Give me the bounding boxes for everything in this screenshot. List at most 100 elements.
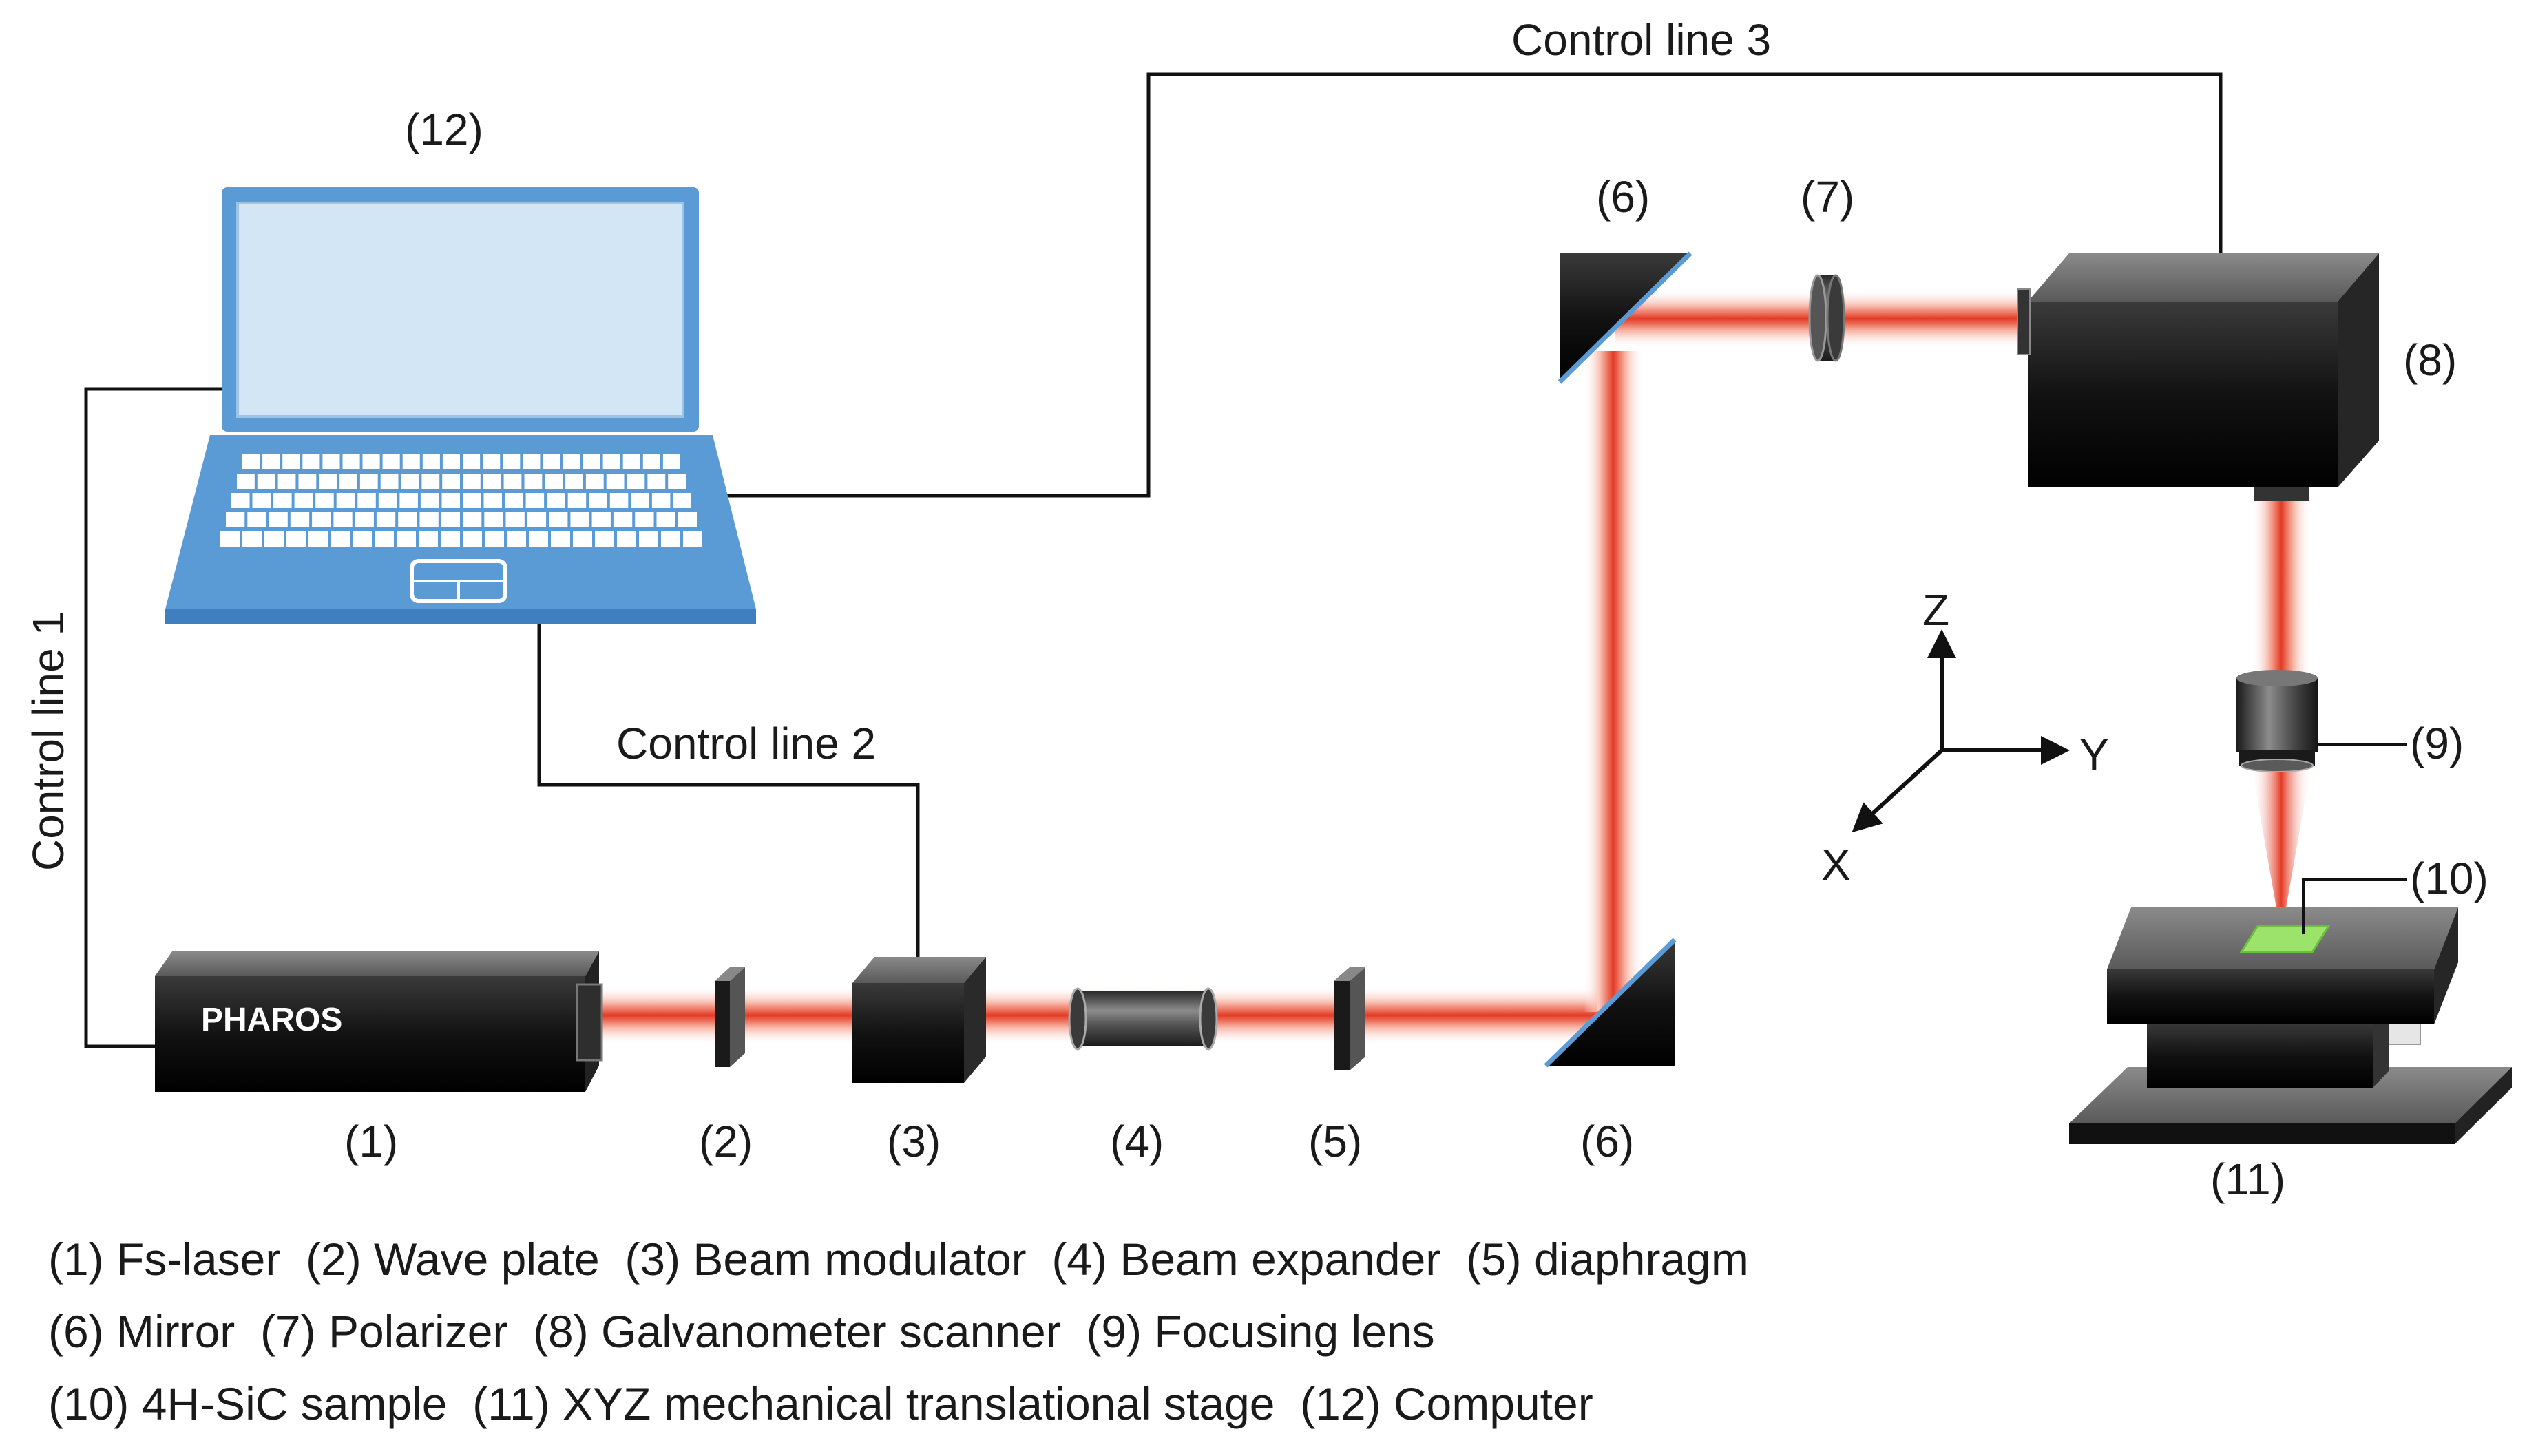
keyboard-key — [220, 531, 240, 547]
keyboard-key — [543, 454, 560, 469]
keyboard-key — [294, 493, 313, 508]
label-laser: (1) — [344, 1117, 398, 1166]
keyboard-key — [336, 493, 355, 508]
diaphragm — [1334, 967, 1365, 1070]
galvanometer-scanner — [2017, 253, 2379, 501]
keyboard-key — [609, 493, 629, 508]
keyboard-key — [505, 493, 523, 508]
keyboard-key — [505, 512, 525, 527]
xyz-stage — [2069, 907, 2512, 1144]
keyboard-key — [503, 454, 521, 469]
keyboard-key — [397, 531, 416, 547]
keyboard-key — [622, 454, 640, 469]
4h-sic-sample — [2239, 878, 2407, 953]
keyboard-key — [573, 531, 592, 547]
control-line-2-label: Control line 2 — [616, 719, 876, 768]
keyboard-key — [269, 512, 288, 527]
keyboard-key — [359, 474, 378, 489]
keyboard-key — [247, 512, 266, 527]
component-labels: (12) (1) (2) (3) (4) (5) (6) (6) (7) (8)… — [344, 105, 2488, 1204]
keyboard-key — [661, 531, 680, 547]
keyboard-key — [252, 493, 271, 508]
keyboard-key — [262, 454, 280, 469]
keyboard-key — [678, 512, 697, 527]
keyboard-key — [606, 474, 625, 489]
keyboard-key — [483, 493, 502, 508]
keyboard-key — [312, 512, 331, 527]
coordinate-axes: Z Y X — [1821, 585, 2109, 889]
keyboard-key — [257, 474, 275, 489]
legend-line-2: (6) Mirror (7) Polarizer (8) Galvanomete… — [48, 1306, 1435, 1357]
keyboard-key — [503, 474, 522, 489]
keyboard-key — [355, 512, 374, 527]
fs-laser: PHAROS — [155, 951, 603, 1092]
keyboard-key — [441, 512, 460, 527]
mirror-top — [1558, 251, 1692, 384]
laptop-screen — [236, 202, 684, 418]
keyboard-key — [563, 454, 580, 469]
keyboard-key — [547, 493, 565, 508]
keyboard-key — [527, 512, 547, 527]
keyboard-key — [484, 512, 503, 527]
wave-plate — [715, 967, 745, 1067]
label-modulator: (3) — [887, 1117, 941, 1166]
keyboard-key — [673, 493, 691, 508]
keyboard-key — [282, 454, 300, 469]
keyboard-key — [442, 474, 460, 489]
beam-expander — [1068, 987, 1218, 1051]
keyboard-key — [639, 531, 658, 547]
keyboard-key — [551, 531, 570, 547]
legend-line-1: (1) Fs-laser (2) Wave plate (3) Beam mod… — [48, 1234, 1749, 1285]
control-line-1-label: Control line 1 — [23, 611, 73, 871]
keyboard-key — [463, 474, 481, 489]
keyboard-key — [463, 454, 481, 469]
keyboard-key — [524, 474, 543, 489]
keyboard-key — [237, 474, 255, 489]
keyboard-key — [421, 474, 440, 489]
keyboard-key — [617, 531, 636, 547]
mirror-bottom — [1544, 938, 1677, 1068]
x-axis-label: X — [1821, 840, 1851, 889]
focusing-lens — [2236, 670, 2407, 772]
keyboard-key — [549, 512, 568, 527]
keyboard-key — [635, 512, 654, 527]
keyboard-key — [529, 531, 548, 547]
keyboard-key — [631, 493, 649, 508]
label-polarizer: (7) — [1801, 172, 1854, 222]
keyboard-key — [585, 474, 604, 489]
beam-vertical — [1584, 351, 1643, 1012]
keyboard-key — [595, 531, 614, 547]
label-mirror-bottom: (6) — [1580, 1117, 1634, 1166]
keyboard-key — [331, 531, 350, 547]
keyboard-key — [322, 454, 340, 469]
keyboard-key — [463, 531, 482, 547]
y-axis-label: Y — [2079, 730, 2109, 779]
computer — [165, 187, 756, 624]
keyboard-key — [226, 512, 245, 527]
control-line-labels: Control line 1 Control line 2 Control li… — [23, 15, 1771, 871]
keyboard-key — [402, 454, 420, 469]
keyboard-key — [277, 474, 296, 489]
keyboard-key — [463, 512, 482, 527]
label-computer: (12) — [405, 105, 483, 154]
keyboard-key — [273, 493, 292, 508]
keyboard-key — [231, 493, 250, 508]
beam-scanner-down — [2252, 496, 2311, 688]
control-line-1-wire — [84, 387, 222, 1048]
label-stage: (11) — [2210, 1154, 2285, 1204]
keyboard-key — [441, 493, 460, 508]
keyboard-key — [483, 454, 501, 469]
keyboard-key — [419, 512, 439, 527]
keyboard-key — [441, 531, 460, 547]
keyboard-key — [525, 493, 545, 508]
keyboard-key — [647, 474, 666, 489]
keyboard-key — [589, 493, 607, 508]
keyboard-key — [656, 512, 675, 527]
keyboard-key — [319, 474, 337, 489]
keyboard-key — [422, 454, 440, 469]
keyboard-key — [375, 531, 394, 547]
z-axis-label: Z — [1922, 585, 1949, 635]
keyboard-key — [583, 454, 600, 469]
